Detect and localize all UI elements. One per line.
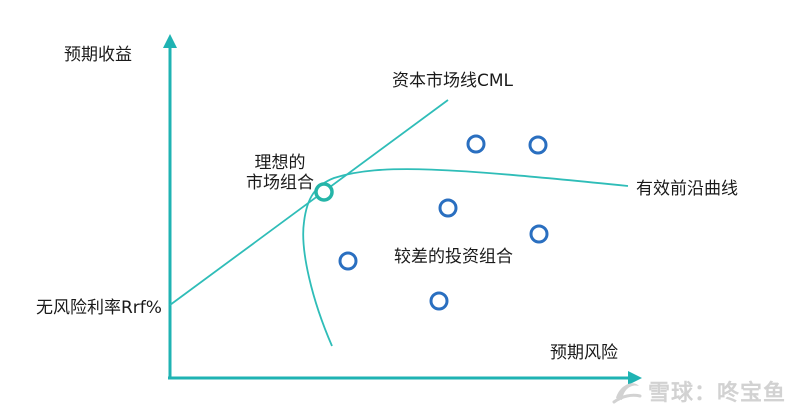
portfolio-dot	[438, 198, 458, 218]
risk-free-rate-label: 无风险利率Rrf%	[36, 298, 162, 318]
y-axis-arrow	[163, 34, 177, 48]
inferior-portfolio-label: 较差的投资组合	[394, 247, 513, 267]
optimal-portfolio-label-line1: 理想的	[254, 153, 306, 173]
portfolio-dot	[529, 224, 549, 244]
optimal-portfolio-dot	[314, 182, 334, 202]
optimal-portfolio-label-line2: 市场组合	[246, 173, 314, 193]
efficient-frontier-curve	[302, 168, 629, 347]
watermark-text: 雪球：咚宝鱼	[647, 381, 786, 406]
portfolio-dot	[338, 251, 358, 271]
portfolio-dot	[429, 291, 449, 311]
x-axis-label: 预期风险	[550, 343, 618, 363]
frontier-label: 有效前沿曲线	[636, 179, 738, 199]
watermark: 雪球：咚宝鱼	[612, 375, 786, 407]
portfolio-dot	[528, 135, 548, 155]
snowball-logo-icon	[612, 383, 642, 404]
y-axis-label: 预期收益	[64, 45, 132, 65]
cml-label: 资本市场线CML	[392, 71, 514, 91]
x-axis-arrow	[628, 371, 642, 385]
portfolio-dot	[466, 134, 486, 154]
optimal-portfolio-label: 理想的 市场组合	[246, 153, 314, 193]
